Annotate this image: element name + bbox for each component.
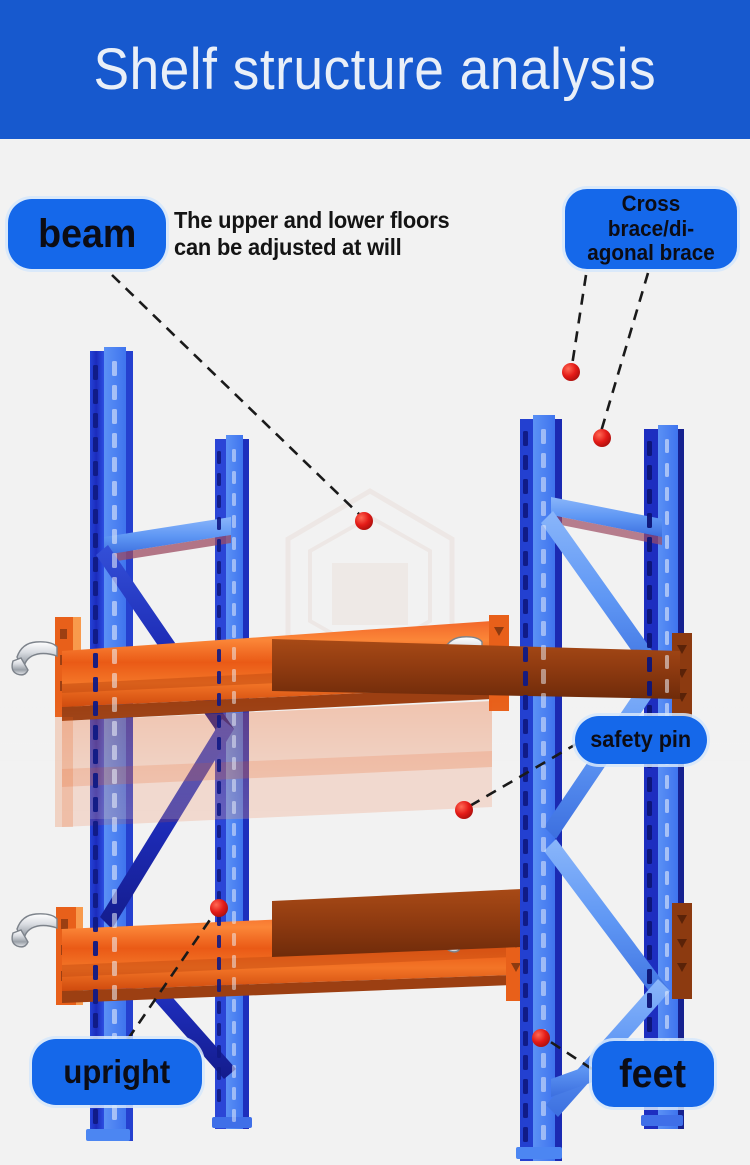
beam-lower-rear (272, 889, 522, 957)
callout-badge-upright[interactable]: upright (32, 1039, 202, 1105)
callout-badge-beam[interactable]: beam (8, 199, 166, 269)
beam-reflection-2 (62, 751, 492, 827)
upright-perforations (232, 449, 236, 1122)
marker-cross-brace-horizontal (562, 363, 580, 381)
callout-leaders (111, 272, 650, 1071)
page-title: Shelf structure analysis (93, 37, 657, 102)
diagram-stage: The upper and lower floors can be adjust… (0, 139, 750, 1165)
safety-pin-lower-left (11, 913, 58, 948)
page-header: Shelf structure analysis (0, 0, 750, 139)
note-adjustable-floors: The upper and lower floors can be adjust… (174, 207, 504, 261)
leader-cross-brace-1 (569, 274, 588, 373)
callout-label-feet: feet (619, 1051, 687, 1096)
marker-safety-pin (455, 801, 473, 819)
marker-feet (532, 1029, 550, 1047)
callout-label-cross-brace-line1: Cross brace/di- (607, 191, 695, 241)
note-line-1: The upper and lower floors (174, 207, 450, 233)
leader-upright (126, 910, 218, 1040)
callout-badge-feet[interactable]: feet (592, 1041, 714, 1107)
callout-label-cross-brace-line2: agonal brace (587, 240, 715, 266)
brace-horizontal-right (551, 497, 662, 545)
upright-perforations (647, 441, 652, 1104)
rack-illustration (0, 272, 750, 1161)
callout-badge-safety-pin[interactable]: safety pin (575, 716, 707, 764)
connector-reflection (55, 717, 73, 827)
leader-feet (542, 1035, 593, 1071)
leader-safety-pin (467, 741, 579, 809)
upright-perforations (217, 451, 221, 1102)
foot-plate (212, 1117, 252, 1128)
upright-right-rear (516, 415, 562, 1161)
callout-badge-cross-brace[interactable]: Cross brace/di- agonal brace (565, 189, 737, 269)
callout-label-upright: upright (63, 1053, 171, 1091)
callout-markers (210, 363, 611, 1047)
note-line-2: can be adjusted at will (174, 234, 402, 261)
beam-connector-right-lower (672, 903, 692, 999)
foot-plate (641, 1115, 683, 1126)
marker-beam (355, 512, 373, 530)
marker-upright (210, 899, 228, 917)
beam-upper-rear (272, 639, 680, 699)
upright-perforations (541, 429, 546, 1140)
upright-perforations (523, 431, 528, 1142)
marker-cross-brace-diagonal (593, 429, 611, 447)
callout-label-safety-pin: safety pin (590, 726, 692, 753)
safety-pin-upper-left (11, 641, 58, 676)
foot-plate (516, 1147, 562, 1159)
callout-label-beam: beam (37, 211, 137, 256)
foot-plate (86, 1129, 130, 1141)
leader-cross-brace-2 (598, 272, 650, 436)
leader-beam (111, 274, 363, 518)
brace-horizontal-left (104, 517, 231, 563)
